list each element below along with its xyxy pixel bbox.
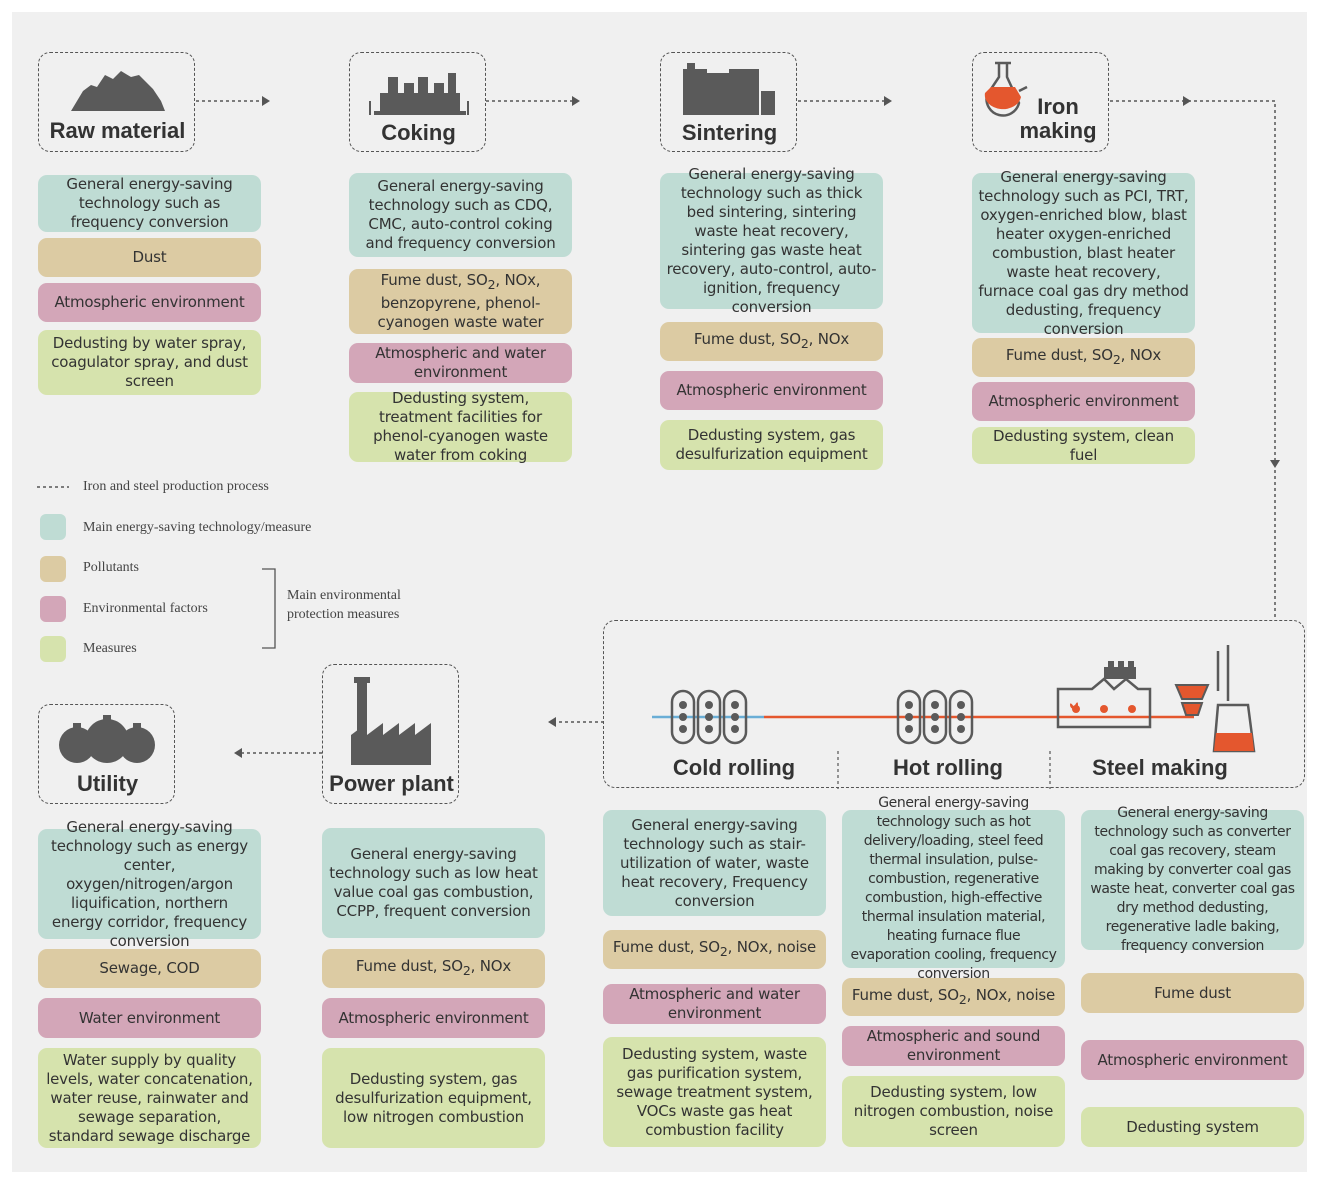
tech-box-coking: General energy-saving technology such as… — [349, 173, 572, 257]
stage-label: Raw material — [49, 118, 186, 143]
arrow-head — [884, 96, 892, 106]
pollutant-box-cold-rolling: Fume dust, SO2, NOx, noise — [603, 930, 826, 969]
pollutant-box-power-plant: Fume dust, SO2, NOx — [322, 949, 545, 988]
pollutant-box-iron-making: Fume dust, SO2, NOx — [972, 338, 1195, 377]
stage-label: Utility — [76, 771, 139, 796]
tech-box-steel-making: General energy-saving technology such as… — [1081, 805, 1304, 954]
legend-process-label: Iron and steel production process — [83, 479, 269, 494]
environment-box-coking: Atmospheric and water environment — [349, 343, 572, 383]
stage-label: Sintering — [681, 120, 778, 145]
stage-raw-material: Raw material — [38, 52, 195, 152]
sintering-plant-icon — [683, 63, 775, 115]
legend-swatch-pollutants — [40, 556, 66, 582]
legend-bracket-label-line1: Main environmental — [287, 588, 401, 603]
rolling-line-icons — [652, 645, 1256, 789]
tech-box-sintering: General energy-saving technology such as… — [660, 165, 883, 316]
steel-making-furnace-icon — [1056, 661, 1152, 729]
stage-iron-making: Iron making — [972, 52, 1109, 152]
stage-power-plant: Power plant — [322, 664, 459, 804]
tech-box-iron-making: General energy-saving technology such as… — [972, 168, 1195, 338]
power-plant-factory-icon — [351, 677, 431, 765]
measure-box-steel-making: Dedusting system — [1081, 1107, 1304, 1147]
process-connectors — [37, 96, 1280, 758]
legend-tech-label: Main energy-saving technology/measure — [83, 520, 312, 535]
measure-box-sintering: Dedusting system, gas desulfurization eq… — [660, 420, 883, 470]
pollutant-box-sintering: Fume dust, SO2, NOx — [660, 322, 883, 361]
stage-label-cold-rolling: Cold rolling — [672, 755, 796, 780]
environment-box-raw-material: Atmospheric environment — [38, 283, 261, 322]
measure-box-hot-rolling: Dedusting system, low nitrogen combustio… — [842, 1076, 1065, 1147]
measure-box-cold-rolling: Dedusting system, waste gas purification… — [603, 1037, 826, 1147]
arrow-head — [1183, 96, 1191, 106]
converter-ladle-icon — [1174, 645, 1256, 753]
cold-rolling-stand-icon — [670, 689, 748, 745]
measure-box-coking: Dedusting system, treatment facilities f… — [349, 389, 572, 464]
connector-iron-down — [1110, 100, 1276, 460]
pollutant-box-raw-material: Dust — [38, 238, 261, 277]
legend-environment-label: Environmental factors — [83, 601, 208, 616]
measure-box-utility: Water supply by quality levels, water co… — [38, 1048, 261, 1148]
pollutant-box-utility: Sewage, COD — [38, 949, 261, 988]
environment-box-power-plant: Atmospheric environment — [322, 998, 545, 1038]
pollutant-box-hot-rolling: Fume dust, SO2, NOx, noise — [842, 978, 1065, 1016]
stage-utility: Utility — [38, 704, 175, 804]
legend-swatch-tech — [40, 514, 66, 540]
environment-box-sintering: Atmospheric environment — [660, 371, 883, 410]
stage-label: Coking — [381, 120, 456, 145]
tech-box-hot-rolling: General energy-saving technology such as… — [842, 795, 1065, 982]
arrow-head — [234, 748, 242, 758]
pollutant-box-coking: Fume dust, SO2, NOx, benzopyrene, phenol… — [349, 269, 572, 334]
environment-box-utility: Water environment — [38, 998, 261, 1038]
stage-label: Power plant — [329, 771, 454, 796]
legend-bracket-label-line2: protection measures — [287, 607, 400, 622]
stage-group-steel-rolling: Cold rolling Hot rolling Steel making — [603, 620, 1305, 789]
hot-rolling-stand-icon — [896, 689, 974, 745]
stage-sintering: Sintering — [660, 52, 797, 152]
measure-box-iron-making: Dedusting system, clean fuel — [972, 427, 1195, 464]
measure-box-raw-material: Dedusting by water spray, coagulator spr… — [38, 330, 261, 395]
tech-box-cold-rolling: General energy-saving technology such as… — [603, 810, 826, 916]
pollutant-box-steel-making: Fume dust — [1081, 973, 1304, 1013]
environment-box-cold-rolling: Atmospheric and water environment — [603, 984, 826, 1024]
diagram-canvas: Raw material General energy-saving techn… — [12, 12, 1307, 1172]
legend-pollutants-label: Pollutants — [83, 560, 140, 575]
legend-swatch-measures — [40, 636, 66, 662]
legend-swatch-environment — [40, 596, 66, 622]
utility-tanks-icon — [59, 715, 155, 763]
stage-label: Iron making — [1019, 94, 1097, 143]
arrow-head — [572, 96, 580, 106]
arrow-head — [262, 96, 270, 106]
tech-box-utility: General energy-saving technology such as… — [38, 818, 261, 950]
arrow-head — [1270, 460, 1280, 468]
stage-label-steel-making: Steel making — [1092, 755, 1228, 780]
tech-box-power-plant: General energy-saving technology such as… — [322, 828, 545, 938]
measure-box-power-plant: Dedusting system, gas desulfurization eq… — [322, 1048, 545, 1148]
stage-coking: Coking — [349, 52, 486, 152]
stage-label-hot-rolling: Hot rolling — [893, 755, 1003, 780]
environment-box-steel-making: Atmospheric environment — [1081, 1040, 1304, 1080]
arrow-head — [548, 717, 556, 727]
coking-plant-icon — [369, 73, 469, 115]
legend-measures-label: Measures — [83, 641, 137, 656]
blast-furnace-flask-icon — [984, 61, 1028, 117]
environment-box-iron-making: Atmospheric environment — [972, 382, 1195, 421]
environment-box-hot-rolling: Atmospheric and sound environment — [842, 1026, 1065, 1066]
raw-material-pile-icon — [71, 71, 165, 111]
tech-box-raw-material: General energy-saving technology such as… — [38, 175, 261, 232]
